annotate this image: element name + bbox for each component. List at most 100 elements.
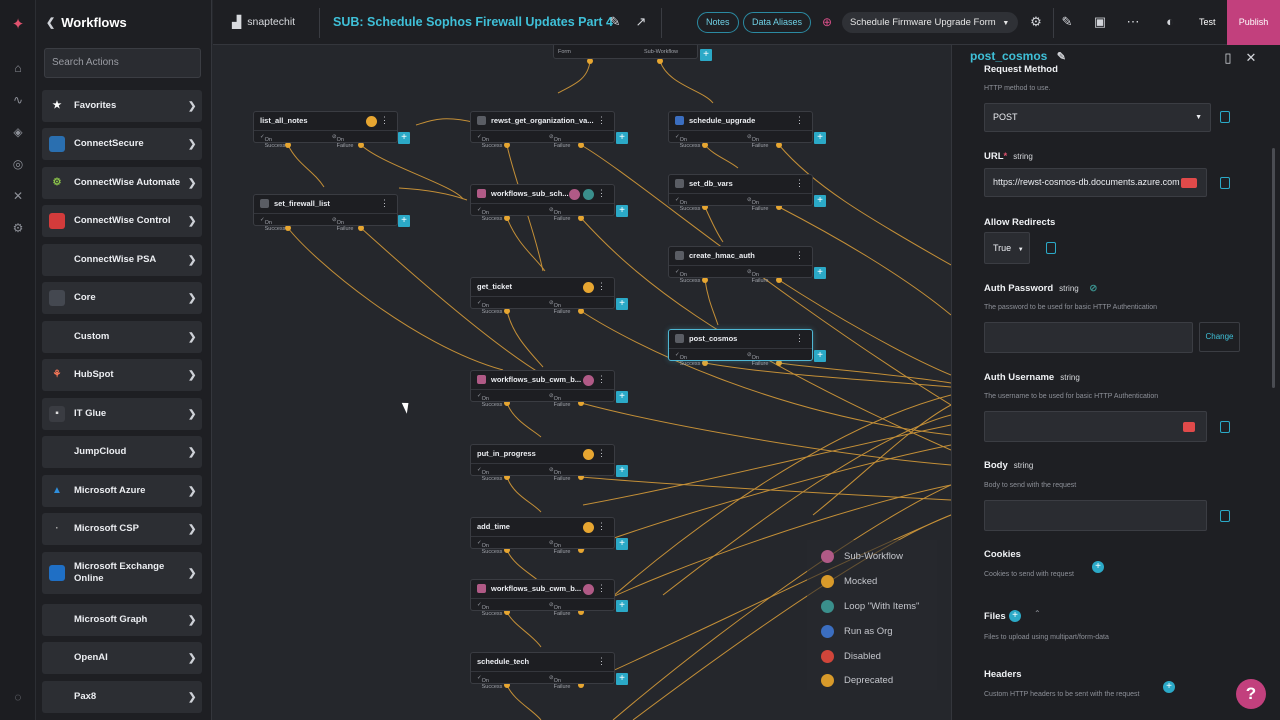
workflow-node-schedule-upgrade[interactable]: schedule_upgrade ⋮ ✓ On Success⊘ On Fail…: [668, 111, 813, 149]
notes-button[interactable]: Notes: [697, 12, 739, 33]
add-node-button[interactable]: +: [616, 205, 628, 217]
rewst-logo-icon[interactable]: ✦: [11, 16, 25, 33]
sidebar-item-openai[interactable]: OpenAI ❯: [42, 642, 202, 674]
workflow-node-put-in-progress[interactable]: put_in_progress ⋮ ✓ On Success⊘ On Failu…: [470, 444, 615, 482]
node-menu-icon[interactable]: ⋮: [597, 281, 606, 291]
node-menu-icon[interactable]: ⋮: [597, 115, 606, 125]
add-node-button[interactable]: +: [616, 298, 628, 310]
workflow-node-workflows-sub-cwm-b[interactable]: workflows_sub_cwm_b... ⋮ ✓ On Success⊘ O…: [470, 370, 615, 408]
expand-icon[interactable]: ▯: [1224, 50, 1232, 65]
target-icon[interactable]: ◎: [12, 157, 24, 171]
node-menu-icon[interactable]: ⋮: [380, 115, 389, 125]
sidebar-item-connectwise-automate[interactable]: ⚙ ConnectWise Automate ❯: [42, 167, 202, 199]
workflow-node-form[interactable]: Form Sub-Workflow: [553, 45, 698, 59]
add-node-button[interactable]: +: [398, 215, 410, 227]
add-node-button[interactable]: +: [814, 132, 826, 144]
sidebar-header[interactable]: ❮ Workflows: [36, 0, 211, 45]
sidebar-item-microsoft-exchange-online[interactable]: Microsoft Exchange Online ❯: [42, 552, 202, 594]
request-method-select[interactable]: POST ▼: [984, 103, 1211, 132]
sidebar-item-it-glue[interactable]: ▪ IT Glue ❯: [42, 398, 202, 430]
toggle-expression-icon[interactable]: [1220, 111, 1230, 123]
add-node-button[interactable]: +: [616, 673, 628, 685]
node-menu-icon[interactable]: ⋮: [597, 656, 606, 666]
add-node-button[interactable]: +: [700, 49, 712, 61]
sidebar-item-microsoft-graph[interactable]: Microsoft Graph ❯: [42, 604, 202, 636]
test-button[interactable]: Test: [1199, 17, 1216, 27]
workflow-node-get-ticket[interactable]: get_ticket ⋮ ✓ On Success⊘ On Failure: [470, 277, 615, 315]
sidebar-item-favorites[interactable]: ★ Favorites ❯: [42, 90, 202, 122]
workflow-node-set-db-vars[interactable]: set_db_vars ⋮ ✓ On Success⊘ On Failure: [668, 174, 813, 212]
toggle-icon[interactable]: ◐: [1166, 14, 1174, 29]
sidebar-item-jumpcloud[interactable]: JumpCloud ❯: [42, 436, 202, 468]
home-icon[interactable]: ⌂: [14, 61, 22, 75]
node-menu-icon[interactable]: ⋮: [597, 188, 606, 198]
jinja-icon[interactable]: [1183, 422, 1195, 432]
add-file-button[interactable]: +: [1009, 610, 1021, 622]
add-circle-icon[interactable]: ⊕: [821, 15, 833, 29]
workflow-selector[interactable]: Schedule Firmware Upgrade Form ▼: [842, 12, 1018, 33]
more-horizontal-icon[interactable]: ⋯: [1126, 14, 1140, 29]
toggle-expression-icon[interactable]: [1220, 177, 1230, 189]
node-menu-icon[interactable]: ⋮: [795, 333, 804, 343]
sidebar-item-hubspot[interactable]: ⚘ HubSpot ❯: [42, 359, 202, 391]
toggle-expression-icon[interactable]: [1046, 242, 1056, 254]
data-aliases-button[interactable]: Data Aliases: [743, 12, 812, 33]
workflow-node-post-cosmos[interactable]: post_cosmos ⋮ ✓ On Success⊘ On Failure: [668, 329, 813, 367]
workflow-node-schedule-tech[interactable]: schedule_tech ⋮ ✓ On Success⊘ On Failure: [470, 652, 615, 690]
toggle-expression-icon[interactable]: [1220, 510, 1230, 522]
tools-icon[interactable]: ✕: [12, 189, 24, 203]
chevron-left-icon[interactable]: ❮: [46, 17, 56, 29]
sidebar-item-custom[interactable]: Custom ❯: [42, 321, 202, 353]
add-node-button[interactable]: +: [814, 195, 826, 207]
add-node-button[interactable]: +: [616, 132, 628, 144]
workflow-node-rewst-get-organization[interactable]: rewst_get_organization_va... ⋮ ✓ On Succ…: [470, 111, 615, 149]
chevron-up-icon[interactable]: ⌃: [1034, 609, 1041, 618]
workflow-node-list-all-notes[interactable]: list_all_notes ⋮ ✓ On Success⊘ On Failur…: [253, 111, 398, 149]
auth-username-input[interactable]: [984, 411, 1207, 442]
add-node-button[interactable]: +: [616, 465, 628, 477]
node-menu-icon[interactable]: ⋮: [795, 178, 804, 188]
gear-icon[interactable]: ⚙: [1030, 14, 1042, 29]
workflow-canvas[interactable]: Form Sub-Workflow + list_all_notes ⋮ ✓ O…: [213, 45, 951, 720]
sidebar-item-pax8[interactable]: Pax8 ❯: [42, 681, 202, 713]
sidebar-item-microsoft-azure[interactable]: ▲ Microsoft Azure ❯: [42, 475, 202, 507]
chart-icon[interactable]: ↗: [635, 14, 647, 29]
node-menu-icon[interactable]: ⋮: [795, 250, 804, 260]
sidebar-item-microsoft-csp[interactable]: · Microsoft CSP ❯: [42, 513, 202, 545]
activity-icon[interactable]: ∿: [12, 93, 24, 107]
pen-icon[interactable]: ✎: [1061, 14, 1073, 29]
node-menu-icon[interactable]: ⋮: [597, 374, 606, 384]
allow-redirects-select[interactable]: True ▼: [984, 232, 1030, 264]
node-menu-icon[interactable]: ⋮: [795, 115, 804, 125]
workflow-node-workflows-sub-cwm-b-2[interactable]: workflows_sub_cwm_b... ⋮ ✓ On Success⊘ O…: [470, 579, 615, 617]
body-input[interactable]: [984, 500, 1207, 531]
workflow-node-workflows-sub-sch[interactable]: workflows_sub_sch... ⋮ ✓ On Success⊘ On …: [470, 184, 615, 222]
panel-scrollbar[interactable]: [1272, 148, 1275, 388]
publish-button[interactable]: Publish: [1227, 0, 1280, 45]
add-node-button[interactable]: +: [398, 132, 410, 144]
link-icon[interactable]: ⊘: [1089, 283, 1098, 294]
url-input[interactable]: https://rewst-cosmos-db.documents.azure.…: [984, 168, 1207, 197]
close-icon[interactable]: ✕: [1245, 50, 1257, 65]
edit-pencil-icon[interactable]: ✎: [609, 14, 621, 29]
jinja-icon[interactable]: [1181, 178, 1197, 188]
add-node-button[interactable]: +: [616, 538, 628, 550]
org-switcher[interactable]: ▟ snaptechit: [232, 15, 296, 29]
add-node-button[interactable]: +: [616, 391, 628, 403]
help-button[interactable]: ?: [1236, 679, 1266, 709]
add-node-button[interactable]: +: [814, 350, 826, 362]
toggle-expression-icon[interactable]: [1220, 421, 1230, 433]
workflow-node-add-time[interactable]: add_time ⋮ ✓ On Success⊘ On Failure: [470, 517, 615, 555]
monitor-icon[interactable]: ▣: [1093, 14, 1107, 29]
auth-password-input[interactable]: [984, 322, 1193, 353]
sidebar-item-connectwise-psa[interactable]: ConnectWise PSA ❯: [42, 244, 202, 276]
node-menu-icon[interactable]: ⋮: [597, 448, 606, 458]
node-menu-icon[interactable]: ⋮: [597, 583, 606, 593]
sidebar-item-connectsecure[interactable]: ConnectSecure ❯: [42, 128, 202, 160]
add-node-button[interactable]: +: [814, 267, 826, 279]
cube-icon[interactable]: ◈: [13, 125, 23, 139]
workflow-node-set-firewall-list[interactable]: set_firewall_list ⋮ ✓ On Success⊘ On Fai…: [253, 194, 398, 232]
node-menu-icon[interactable]: ⋮: [597, 521, 606, 531]
workflow-node-create-hmac-auth[interactable]: create_hmac_auth ⋮ ✓ On Success⊘ On Fail…: [668, 246, 813, 284]
sidebar-item-connectwise-control[interactable]: ConnectWise Control ❯: [42, 205, 202, 237]
